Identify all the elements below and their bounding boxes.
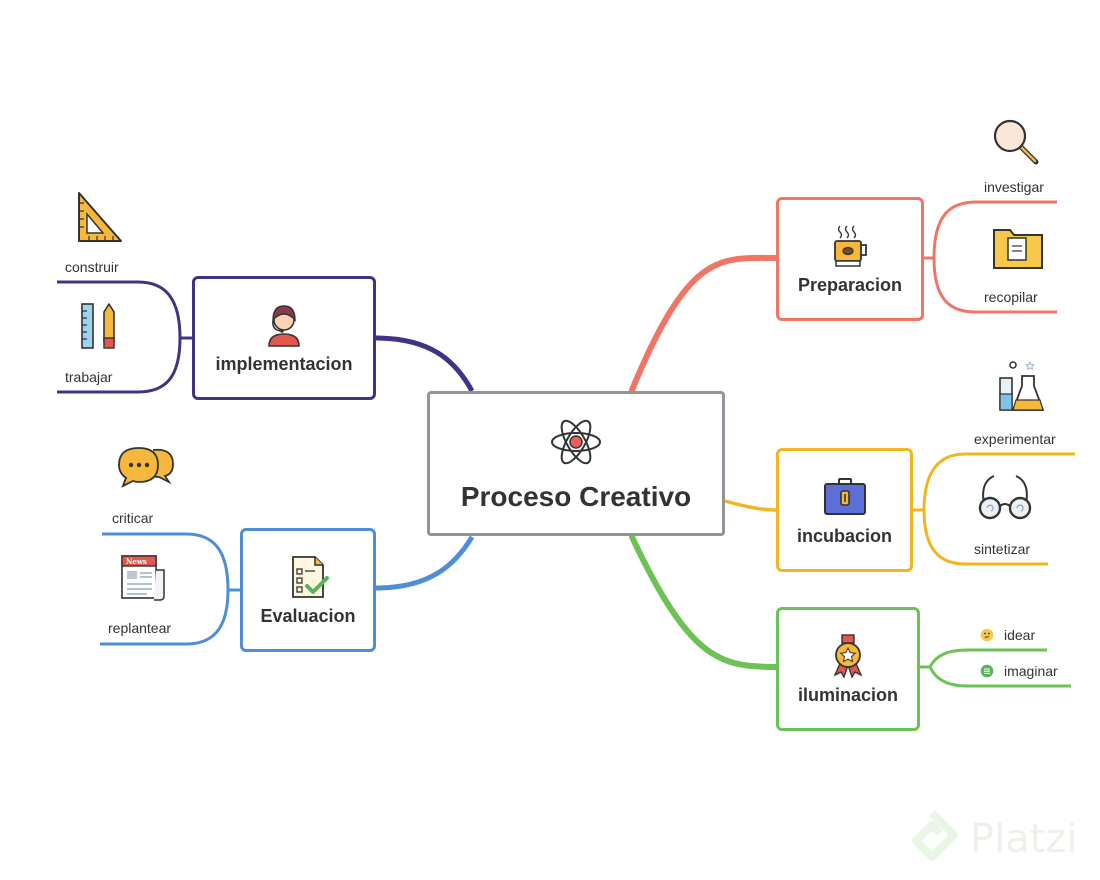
- platzi-logo-icon: [912, 810, 958, 861]
- branch-preparacion-label: Preparacion: [797, 274, 903, 295]
- leaf-replantear-label[interactable]: replantear: [108, 620, 172, 636]
- lab-flask-icon: [999, 360, 1044, 411]
- leaf-connector-trabajar: [57, 337, 182, 394]
- checklist-icon: [292, 555, 329, 598]
- leaf-trabajar-label[interactable]: trabajar: [65, 369, 113, 385]
- connector-incubacion: [724, 499, 777, 512]
- branch-iluminacion[interactable]: iluminacion: [776, 607, 920, 731]
- leaf-connector-recopilar: [932, 257, 1057, 314]
- leaf-criticar-label[interactable]: criticar: [112, 510, 154, 526]
- leaf-construir-label[interactable]: construir: [65, 259, 119, 275]
- branch-iluminacion-label: iluminacion: [797, 684, 898, 705]
- ruler-pencil-icon: [81, 303, 115, 349]
- central-topic[interactable]: Proceso Creativo: [427, 391, 725, 536]
- folder-icon: [993, 229, 1043, 269]
- branch-implementacion[interactable]: implementacion: [192, 276, 376, 400]
- leaf-connector-experimentar: [913, 452, 1075, 512]
- connector-iluminacion: [629, 534, 779, 670]
- dizzy-face-icon: [980, 664, 994, 678]
- connector-evaluacion: [375, 535, 475, 591]
- leaf-idear-label[interactable]: idear: [1004, 627, 1036, 643]
- connector-implementacion: [375, 335, 475, 393]
- briefcase-icon: [823, 477, 866, 515]
- leaf-sintetizar-label[interactable]: sintetizar: [974, 541, 1031, 557]
- atom-icon: [551, 419, 601, 464]
- leaf-connector-idear: [920, 648, 1047, 669]
- person-headset-icon: [268, 304, 300, 347]
- branch-incubacion[interactable]: incubacion: [776, 448, 913, 572]
- leaf-connector-imaginar: [928, 666, 1071, 688]
- branch-evaluacion-label: Evaluacion: [260, 605, 356, 626]
- central-topic-title: Proceso Creativo: [460, 480, 692, 512]
- platzi-watermark: Platzi: [906, 808, 1092, 870]
- branch-incubacion-label: incubacion: [796, 525, 892, 546]
- connector-preparacion: [629, 254, 779, 393]
- branch-preparacion[interactable]: Preparacion: [776, 197, 924, 321]
- leaf-recopilar-label[interactable]: recopilar: [984, 289, 1038, 305]
- leaf-connector-construir: [57, 280, 192, 340]
- magnifier-icon: [993, 119, 1039, 165]
- thinking-face-icon: [980, 628, 994, 642]
- leaf-experimentar-label[interactable]: experimentar: [974, 431, 1056, 447]
- chat-bubbles-icon: [118, 447, 174, 488]
- leaf-imaginar-label[interactable]: imaginar: [1004, 663, 1058, 679]
- leaf-connector-investigar: [924, 200, 1057, 260]
- leaf-connector-sintetizar: [922, 509, 1048, 566]
- platzi-watermark-text: Platzi: [970, 816, 1078, 862]
- coffee-cup-icon: [834, 225, 867, 267]
- svg-text:News: News: [126, 557, 147, 566]
- award-medal-icon: [833, 633, 863, 679]
- set-square-icon: [78, 192, 122, 242]
- leaf-investigar-label[interactable]: investigar: [984, 179, 1044, 195]
- leaf-connector-replantear: [100, 589, 230, 646]
- branch-implementacion-label: implementacion: [215, 353, 353, 374]
- branch-evaluacion[interactable]: Evaluacion: [240, 528, 376, 652]
- leaf-connector-criticar: [102, 532, 240, 592]
- newspaper-icon: News: [121, 555, 165, 601]
- glasses-icon: [978, 475, 1032, 520]
